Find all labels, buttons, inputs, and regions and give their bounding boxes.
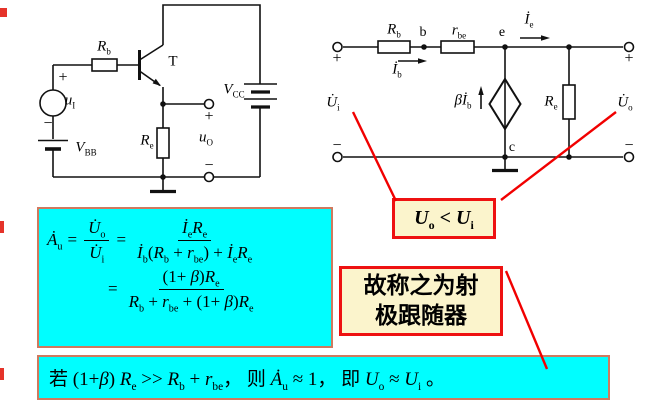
node-e-dot xyxy=(502,44,508,50)
formula-line-2: = (1+ β)Re Rb + rbe + (1+ β)Re xyxy=(103,266,325,315)
plus-sign: + xyxy=(58,69,68,86)
ie-label: İe xyxy=(524,11,534,30)
rbe-resistor xyxy=(440,40,475,54)
rb-label: Rb xyxy=(97,38,111,57)
transistor-label: T xyxy=(168,53,178,70)
re-resistor-eq xyxy=(562,84,576,120)
plus-sign: + xyxy=(332,50,342,67)
u1-label: uI xyxy=(64,92,76,111)
callout-emitter-follower: 故称之为射 极跟随器 xyxy=(339,266,503,336)
callout-uo-lt-ui: Uo < Ui xyxy=(392,198,496,239)
rb-label-eq: Rb xyxy=(387,21,401,40)
rb-resistor xyxy=(91,58,118,72)
minus-sign: − xyxy=(332,137,342,154)
node-c-label: c xyxy=(508,140,516,155)
plus-sign: + xyxy=(624,50,634,67)
vcc-battery xyxy=(244,83,277,109)
gain-formula-box: Ȧu = U̇o U̇i = İeRe İb(Rb + rbe) + İeRe … xyxy=(37,207,333,348)
output-terminal-top-eq xyxy=(623,41,635,53)
ui-label: U̇i xyxy=(326,94,340,113)
rb-resistor-eq xyxy=(377,40,411,54)
re-resistor xyxy=(156,127,170,159)
emitter-follower-text: 故称之为射 极跟随器 xyxy=(363,273,479,328)
node-b-label: b xyxy=(419,25,427,40)
equals-sign: = xyxy=(108,278,118,298)
node-dot xyxy=(566,44,572,50)
ib-label: İb xyxy=(392,61,402,80)
source-direction-arrow xyxy=(478,86,484,109)
right-circuit xyxy=(332,35,635,173)
edge-artifact-bottom xyxy=(0,368,4,380)
fraction-current: İeRe İb(Rb + rbe) + İeRe xyxy=(137,218,253,265)
node-dot xyxy=(160,174,166,180)
ie-current-arrow xyxy=(520,35,550,41)
input-terminal-bottom xyxy=(332,151,343,163)
minus-sign: − xyxy=(624,137,634,154)
edge-artifact-top xyxy=(0,8,7,17)
plus-sign: + xyxy=(204,108,214,125)
gain-symbol: Ȧu xyxy=(47,229,63,253)
collector-top-rail xyxy=(162,4,261,84)
ib-current-arrow xyxy=(398,58,427,64)
node-dot xyxy=(160,101,166,107)
conclusion-bar: 若 (1+β) Re >> Rb + rbe， 则 Ȧu ≈ 1， 即 Uo ≈… xyxy=(37,355,610,400)
transistor xyxy=(138,44,164,87)
formula-line-1: Ȧu = U̇o U̇i = İeRe İb(Rb + rbe) + İeRe xyxy=(47,217,325,265)
uo-label-eq: U̇o xyxy=(617,94,633,113)
vbb-label: VBB xyxy=(75,139,97,158)
node-dot xyxy=(566,154,572,160)
fraction-uo-ui: U̇o U̇i xyxy=(84,217,110,265)
beta-ib-label: βİb xyxy=(454,92,472,111)
edge-artifact-mid xyxy=(0,221,4,233)
conclusion-text: 若 (1+β) Re >> Rb + rbe， 则 Ȧu ≈ 1， 即 Uo ≈… xyxy=(49,369,445,393)
equals-sign: = xyxy=(116,229,127,249)
left-circuit xyxy=(38,4,277,194)
uo-lt-ui-text: Uo < Ui xyxy=(414,207,474,232)
re-label-eq: Re xyxy=(544,93,558,112)
emitter-arrow xyxy=(152,78,161,86)
node-c-dot xyxy=(502,154,508,160)
minus-sign: − xyxy=(204,157,214,174)
vbb-battery xyxy=(38,139,68,177)
u1-source xyxy=(39,65,67,139)
output-terminal-bottom xyxy=(203,171,215,183)
output-terminal-top xyxy=(203,98,215,110)
node-e-label: e xyxy=(498,25,506,40)
input-terminal-top xyxy=(332,41,343,53)
rbe-label: rbe xyxy=(451,22,467,41)
node-b-dot xyxy=(421,44,427,50)
uo-label: uO xyxy=(199,129,213,148)
vcc-label: VCC xyxy=(223,81,245,100)
output-terminal-bottom-eq xyxy=(623,151,635,163)
equals-sign: = xyxy=(67,229,78,249)
fraction-beta: (1+ β)Re Rb + rbe + (1+ β)Re xyxy=(128,267,254,315)
minus-sign: − xyxy=(43,115,53,132)
re-label: Re xyxy=(140,132,154,151)
